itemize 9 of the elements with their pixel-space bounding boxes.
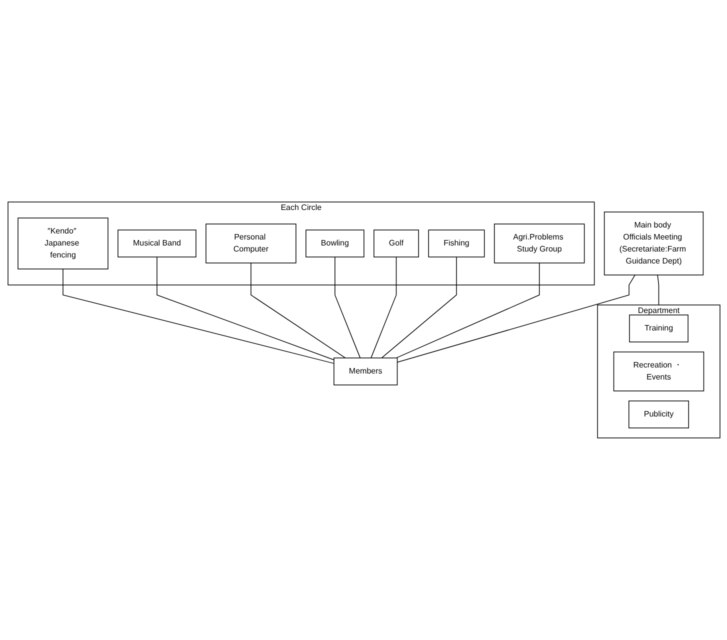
connector (380, 256, 456, 358)
connector (250, 262, 346, 358)
connector (370, 256, 396, 358)
connector (656, 274, 659, 306)
connector (62, 268, 334, 364)
connector (334, 256, 360, 358)
connector (156, 256, 334, 360)
connector (395, 262, 540, 358)
connector (396, 274, 635, 363)
